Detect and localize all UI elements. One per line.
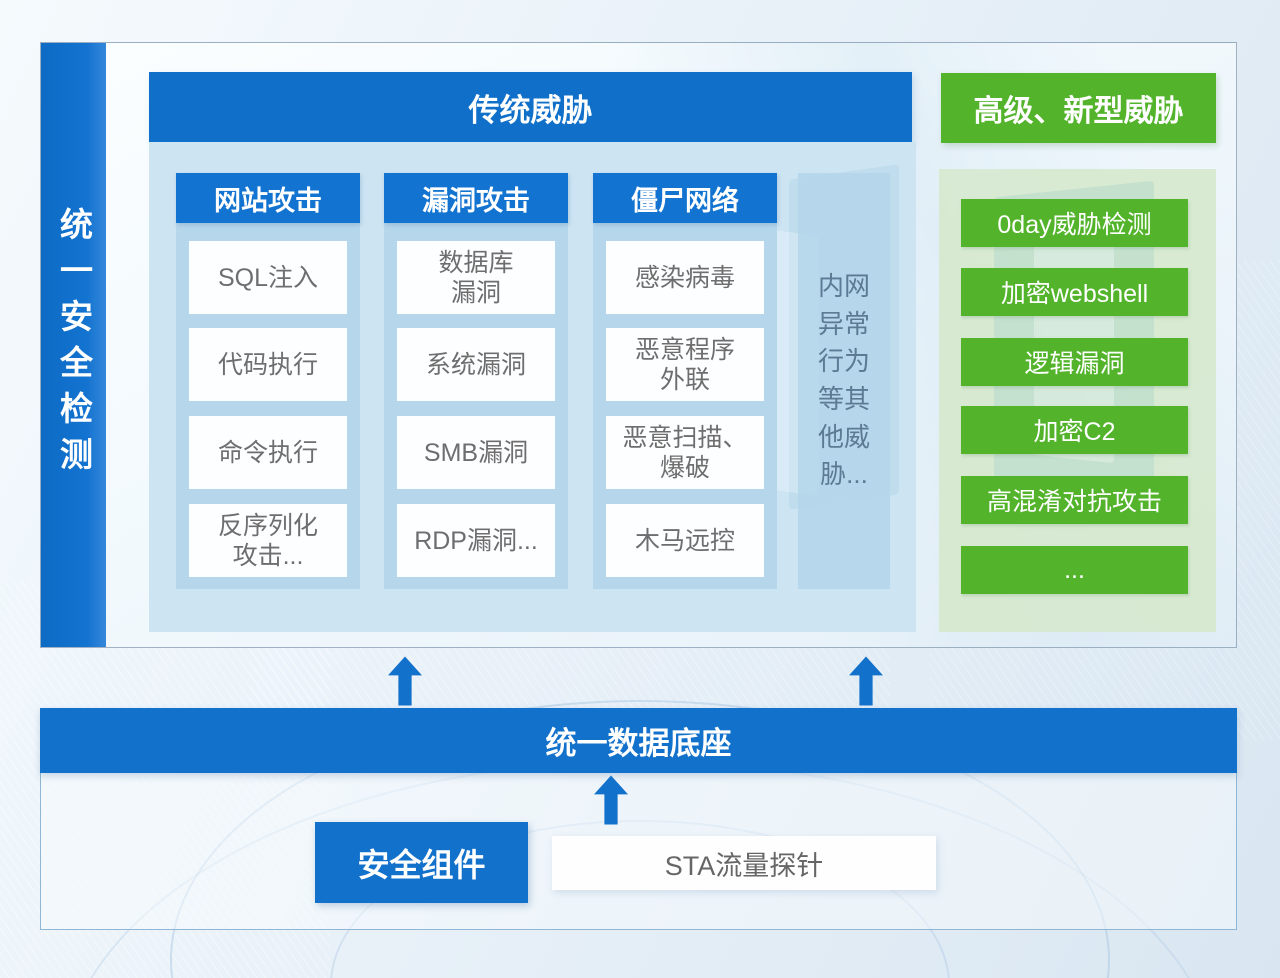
column-website-attacks: 网站攻击 SQL注入 代码执行 命令执行 反序列化 攻击...	[176, 173, 360, 589]
sta-traffic-probe: STA流量探针	[552, 836, 936, 890]
threat-item: 代码执行	[189, 328, 347, 401]
security-components-label: 安全组件	[315, 822, 528, 903]
threat-item: 恶意程序 外联	[606, 328, 764, 401]
advanced-threat-item: ...	[961, 546, 1188, 594]
up-arrow-icon	[849, 656, 883, 706]
threat-item: 系统漏洞	[397, 328, 555, 401]
other-threats-text: 内网异常行为等其他威胁...	[817, 270, 870, 490]
advanced-threat-item: 逻辑漏洞	[961, 338, 1188, 386]
traditional-threats-body: 网站攻击 SQL注入 代码执行 命令执行 反序列化 攻击... 漏洞攻击 数据库…	[149, 142, 916, 632]
unified-data-foundation-bar: 统一数据底座	[40, 708, 1237, 773]
column-botnet: 僵尸网络 感染病毒 恶意程序 外联 恶意扫描、 爆破 木马远控	[593, 173, 777, 589]
column-vulnerability-attacks: 漏洞攻击 数据库 漏洞 系统漏洞 SMB漏洞 RDP漏洞...	[384, 173, 568, 589]
threat-item: 命令执行	[189, 416, 347, 489]
unified-security-detection-panel: 统一安全检测 传统威胁 网站攻击 SQL注入 代码执行 命令执行 反序列化 攻击…	[40, 42, 1237, 648]
advanced-threat-item: 加密C2	[961, 406, 1188, 454]
traditional-threats-header: 传统威胁	[149, 72, 912, 142]
diagonal-texture	[250, 645, 890, 711]
other-threats-note: 内网异常行为等其他威胁...	[798, 173, 890, 589]
advanced-threats-panel: 0day威胁检测 加密webshell 逻辑漏洞 加密C2 高混淆对抗攻击 ..…	[939, 169, 1216, 632]
advanced-threat-item: 0day威胁检测	[961, 199, 1188, 247]
security-components-section: 安全组件 STA流量探针	[40, 773, 1237, 930]
unified-security-detection-label: 统一安全检测	[55, 207, 93, 483]
threat-item: SMB漏洞	[397, 416, 555, 489]
column-header-website-attacks: 网站攻击	[176, 173, 360, 223]
threat-item: 感染病毒	[606, 241, 764, 314]
threat-item: SQL注入	[189, 241, 347, 314]
column-header-botnet: 僵尸网络	[593, 173, 777, 223]
threat-item: 数据库 漏洞	[397, 241, 555, 314]
advanced-threat-item: 高混淆对抗攻击	[961, 476, 1188, 524]
threat-item: 反序列化 攻击...	[189, 504, 347, 577]
left-rail-title: 统一安全检测	[41, 43, 106, 647]
up-arrow-icon	[388, 656, 422, 706]
threat-item: RDP漏洞...	[397, 504, 555, 577]
column-header-vulnerability-attacks: 漏洞攻击	[384, 173, 568, 223]
threat-item: 木马远控	[606, 504, 764, 577]
up-arrow-icon	[594, 775, 628, 825]
threat-item: 恶意扫描、 爆破	[606, 416, 764, 489]
advanced-threat-item: 加密webshell	[961, 268, 1188, 316]
advanced-threats-header: 高级、新型威胁	[941, 73, 1216, 143]
